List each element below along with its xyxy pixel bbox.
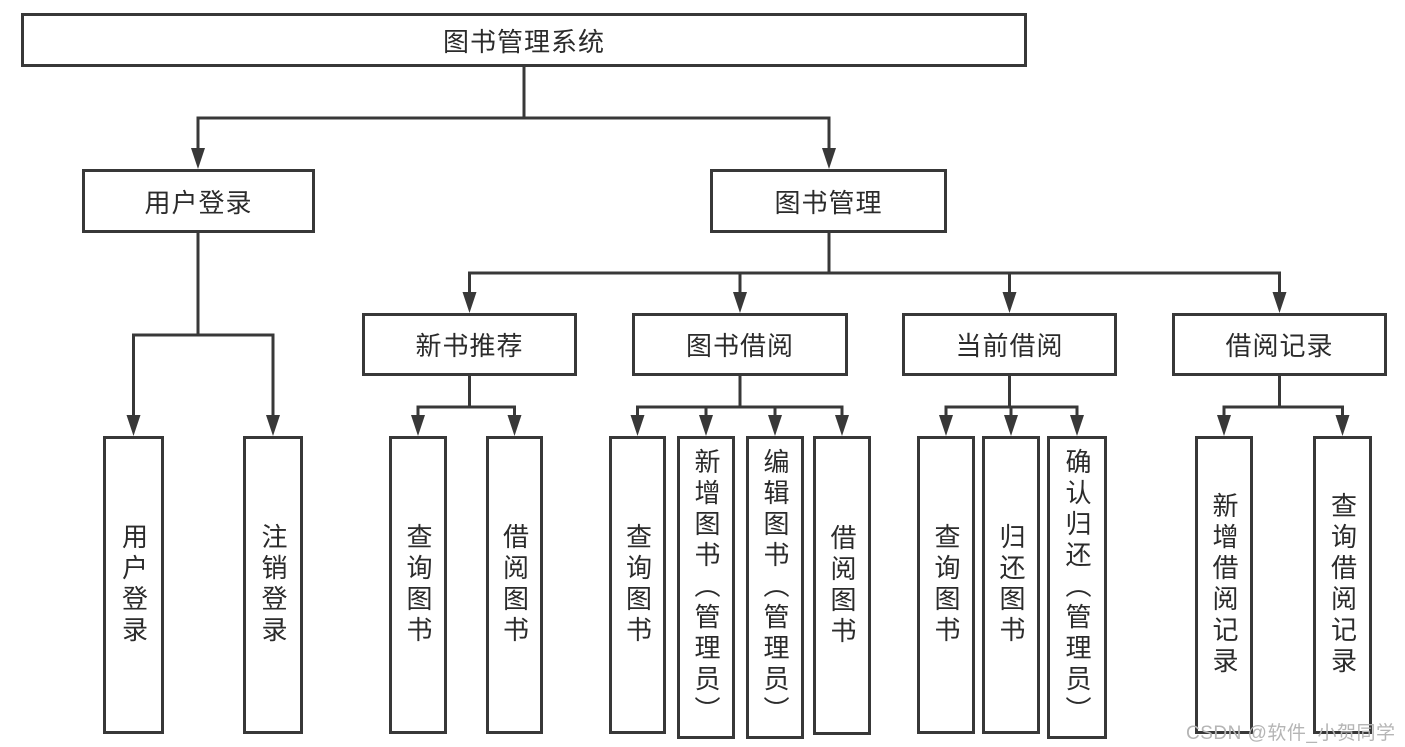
node-library-system-root: 图书管理系统 — [21, 13, 1027, 67]
leaf-borrow-books-borrowing: 借阅图书 — [813, 436, 871, 735]
leaf-logout: 注销登录 — [243, 436, 303, 734]
csdn-watermark: CSDN @软件_小贺同学 — [1186, 723, 1396, 744]
leaf-user-login: 用户登录 — [103, 436, 164, 734]
leaf-add-borrow-record: 新增借阅记录 — [1195, 436, 1253, 734]
leaf-borrow-books-recommend: 借阅图书 — [486, 436, 543, 734]
node-book-management: 图书管理 — [710, 169, 947, 233]
arrowheads — [126, 148, 1350, 436]
node-current-borrowing: 当前借阅 — [902, 313, 1117, 376]
leaf-edit-books-admin: 编辑图书（管理员） — [746, 436, 804, 739]
leaf-query-books-recommend: 查询图书 — [389, 436, 447, 734]
node-new-book-recommend: 新书推荐 — [362, 313, 577, 376]
node-user-login: 用户登录 — [82, 169, 315, 233]
leaf-return-books: 归还图书 — [982, 436, 1040, 734]
node-borrowing-records: 借阅记录 — [1172, 313, 1387, 376]
leaf-query-books-current: 查询图书 — [917, 436, 975, 734]
node-book-borrowing: 图书借阅 — [632, 313, 848, 376]
leaf-query-books-borrowing: 查询图书 — [609, 436, 666, 734]
leaf-add-books-admin: 新增图书（管理员） — [677, 436, 735, 739]
leaf-query-borrow-record: 查询借阅记录 — [1313, 436, 1372, 734]
leaf-confirm-return-admin: 确认归还（管理员） — [1047, 436, 1107, 739]
